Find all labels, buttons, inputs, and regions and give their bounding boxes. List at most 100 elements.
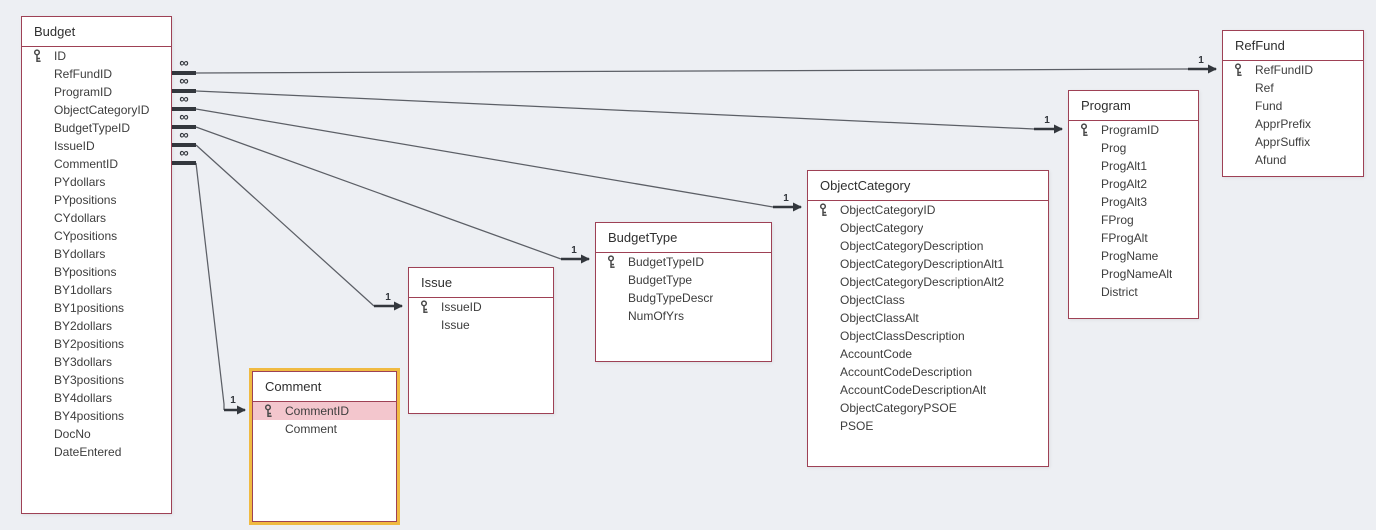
field-objectcategory-objectcategoryid[interactable]: ObjectCategoryID <box>808 201 1048 219</box>
table-objectcategory-title[interactable]: ObjectCategory <box>808 171 1048 201</box>
field-budget-reffundid[interactable]: RefFundID <box>22 65 171 83</box>
field-objectcategory-psoe[interactable]: PSOE <box>808 417 1048 435</box>
field-objectcategory-objectcategorydescriptionalt2[interactable]: ObjectCategoryDescriptionAlt2 <box>808 273 1048 291</box>
field-label: BY4dollars <box>54 391 113 405</box>
field-program-prognamealt[interactable]: ProgNameAlt <box>1069 265 1198 283</box>
field-budget-by1dollars[interactable]: BY1dollars <box>22 281 171 299</box>
field-objectcategory-objectcategorypsoe[interactable]: ObjectCategoryPSOE <box>808 399 1048 417</box>
table-reffund-title[interactable]: RefFund <box>1223 31 1363 61</box>
field-budget-pydollars[interactable]: PYdollars <box>22 173 171 191</box>
field-budget-by1positions[interactable]: BY1positions <box>22 299 171 317</box>
field-budget-cypositions[interactable]: CYpositions <box>22 227 171 245</box>
field-budget-by4positions[interactable]: BY4positions <box>22 407 171 425</box>
field-budgettype-numofyrs[interactable]: NumOfYrs <box>596 307 771 325</box>
field-budget-budgettypeid[interactable]: BudgetTypeID <box>22 119 171 137</box>
table-issue-title[interactable]: Issue <box>409 268 553 298</box>
field-budget-by2positions[interactable]: BY2positions <box>22 335 171 353</box>
field-budgettype-budgtypedescr[interactable]: BudgTypeDescr <box>596 289 771 307</box>
field-budget-cydollars[interactable]: CYdollars <box>22 209 171 227</box>
field-label: BY1dollars <box>54 283 113 297</box>
relationship-line[interactable] <box>195 108 774 208</box>
field-program-prog[interactable]: Prog <box>1069 139 1198 157</box>
field-budget-programid[interactable]: ProgramID <box>22 83 171 101</box>
field-budget-by2dollars[interactable]: BY2dollars <box>22 317 171 335</box>
relationship-budget-issue[interactable]: ∞1 <box>172 127 403 311</box>
field-budget-pypositions[interactable]: PYpositions <box>22 191 171 209</box>
field-objectcategory-accountcode[interactable]: AccountCode <box>808 345 1048 363</box>
field-label: ObjectClassDescription <box>840 329 965 343</box>
field-budget-objectcategoryid[interactable]: ObjectCategoryID <box>22 101 171 119</box>
field-issue-issue[interactable]: Issue <box>409 316 553 334</box>
field-label: Ref <box>1255 81 1274 95</box>
field-objectcategory-accountcodedescription[interactable]: AccountCodeDescription <box>808 363 1048 381</box>
field-budget-by4dollars[interactable]: BY4dollars <box>22 389 171 407</box>
field-program-district[interactable]: District <box>1069 283 1198 301</box>
relationship-budget-objectcategory[interactable]: ∞1 <box>172 91 802 212</box>
field-budget-bydollars[interactable]: BYdollars <box>22 245 171 263</box>
relationship-line[interactable] <box>195 126 562 260</box>
many-cardinality-symbol: ∞ <box>179 109 188 124</box>
table-budgettype-title[interactable]: BudgetType <box>596 223 771 253</box>
relationship-budget-comment[interactable]: ∞1 <box>172 145 246 415</box>
field-comment-commentid[interactable]: CommentID <box>253 402 396 420</box>
relationship-line[interactable] <box>195 68 1189 74</box>
field-label: BY2dollars <box>54 319 113 333</box>
field-budgettype-budgettype[interactable]: BudgetType <box>596 271 771 289</box>
field-program-fprogalt[interactable]: FProgAlt <box>1069 229 1198 247</box>
field-label: ObjectCategoryDescriptionAlt1 <box>840 257 1005 271</box>
field-budget-commentid[interactable]: CommentID <box>22 155 171 173</box>
field-budget-issueid[interactable]: IssueID <box>22 137 171 155</box>
field-reffund-reffundid[interactable]: RefFundID <box>1223 61 1363 79</box>
field-program-progalt1[interactable]: ProgAlt1 <box>1069 157 1198 175</box>
field-objectcategory-objectclassalt[interactable]: ObjectClassAlt <box>808 309 1048 327</box>
field-objectcategory-objectcategorydescriptionalt1[interactable]: ObjectCategoryDescriptionAlt1 <box>808 255 1048 273</box>
field-program-progname[interactable]: ProgName <box>1069 247 1198 265</box>
relationship-line[interactable] <box>195 144 375 307</box>
field-label: RefFundID <box>1255 63 1314 77</box>
field-program-progalt3[interactable]: ProgAlt3 <box>1069 193 1198 211</box>
field-objectcategory-objectclass[interactable]: ObjectClass <box>808 291 1048 309</box>
field-reffund-fund[interactable]: Fund <box>1223 97 1363 115</box>
field-label: ProgNameAlt <box>1101 267 1173 281</box>
field-program-progalt2[interactable]: ProgAlt2 <box>1069 175 1198 193</box>
field-reffund-apprprefix[interactable]: ApprPrefix <box>1223 115 1363 133</box>
field-budget-dateentered[interactable]: DateEntered <box>22 443 171 461</box>
relationship-budget-budgettype[interactable]: ∞1 <box>172 109 590 264</box>
field-reffund-afund[interactable]: Afund <box>1223 151 1363 169</box>
field-budget-by3positions[interactable]: BY3positions <box>22 371 171 389</box>
field-objectcategory-objectcategorydescription[interactable]: ObjectCategoryDescription <box>808 237 1048 255</box>
relationship-budget-reffund[interactable]: ∞1 <box>172 55 1217 75</box>
relationship-budget-program[interactable]: ∞1 <box>172 73 1063 134</box>
field-reffund-apprsuffix[interactable]: ApprSuffix <box>1223 133 1363 151</box>
field-reffund-ref[interactable]: Ref <box>1223 79 1363 97</box>
table-budget-title[interactable]: Budget <box>22 17 171 47</box>
field-budget-id[interactable]: ID <box>22 47 171 65</box>
field-objectcategory-objectclassdescription[interactable]: ObjectClassDescription <box>808 327 1048 345</box>
field-budgettype-budgettypeid[interactable]: BudgetTypeID <box>596 253 771 271</box>
one-cardinality-symbol: 1 <box>230 395 236 406</box>
field-label: ProgAlt3 <box>1101 195 1148 209</box>
relationship-line[interactable] <box>195 90 1035 130</box>
field-label: NumOfYrs <box>628 309 685 323</box>
field-program-programid[interactable]: ProgramID <box>1069 121 1198 139</box>
field-budget-bypositions[interactable]: BYpositions <box>22 263 171 281</box>
field-comment-comment[interactable]: Comment <box>253 420 396 438</box>
field-objectcategory-accountcodedescriptionalt[interactable]: AccountCodeDescriptionAlt <box>808 381 1048 399</box>
field-issue-issueid[interactable]: IssueID <box>409 298 553 316</box>
table-comment-title[interactable]: Comment <box>253 372 396 402</box>
relationship-line[interactable] <box>195 162 225 410</box>
table-program-title[interactable]: Program <box>1069 91 1198 121</box>
field-budget-docno[interactable]: DocNo <box>22 425 171 443</box>
field-objectcategory-objectcategory[interactable]: ObjectCategory <box>808 219 1048 237</box>
field-program-fprog[interactable]: FProg <box>1069 211 1198 229</box>
field-budget-by3dollars[interactable]: BY3dollars <box>22 353 171 371</box>
